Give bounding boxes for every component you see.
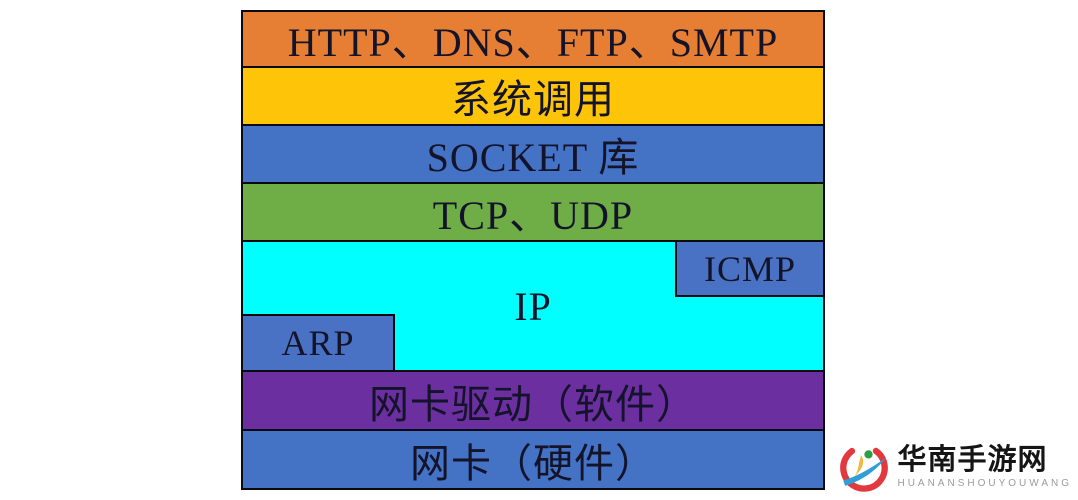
layer-application: HTTP、DNS、FTP、SMTP xyxy=(243,12,823,68)
watermark-title: 华南手游网 xyxy=(897,443,1048,476)
layer-nic-hardware-label: 网卡（硬件） xyxy=(410,440,656,486)
layer-network-ip-label: IP xyxy=(514,283,552,329)
layer-socket-lib-label: SOCKET 库 xyxy=(426,135,640,180)
icmp-box-label: ICMP xyxy=(703,248,797,289)
icmp-box: ICMP xyxy=(675,242,823,297)
arp-box-label: ARP xyxy=(281,323,355,363)
layer-nic-driver-label: 网卡驱动（软件） xyxy=(369,381,697,427)
watermark-text: 华南手游网 HUANANSHOUYOUWANG xyxy=(897,443,1072,490)
layer-network-ip: IP ICMP ARP xyxy=(243,242,823,372)
layer-transport-label: TCP、UDP xyxy=(432,193,634,238)
huanan-logo-icon xyxy=(840,444,889,492)
layer-nic-driver: 网卡驱动（软件） xyxy=(243,372,823,431)
site-watermark: 华南手游网 HUANANSHOUYOUWANG xyxy=(837,440,1072,494)
watermark-subtitle: HUANANSHOUYOUWANG xyxy=(897,478,1072,490)
protocol-stack-diagram: HTTP、DNS、FTP、SMTP 系统调用 SOCKET 库 TCP、UDP … xyxy=(241,10,825,490)
layer-nic-hardware: 网卡（硬件） xyxy=(243,431,823,488)
layer-system-call-label: 系统调用 xyxy=(451,77,615,122)
arp-box: ARP xyxy=(243,314,395,370)
layer-socket-lib: SOCKET 库 xyxy=(243,126,823,184)
layer-transport: TCP、UDP xyxy=(243,184,823,242)
layer-system-call: 系统调用 xyxy=(243,68,823,126)
layer-application-label: HTTP、DNS、FTP、SMTP xyxy=(287,20,779,65)
